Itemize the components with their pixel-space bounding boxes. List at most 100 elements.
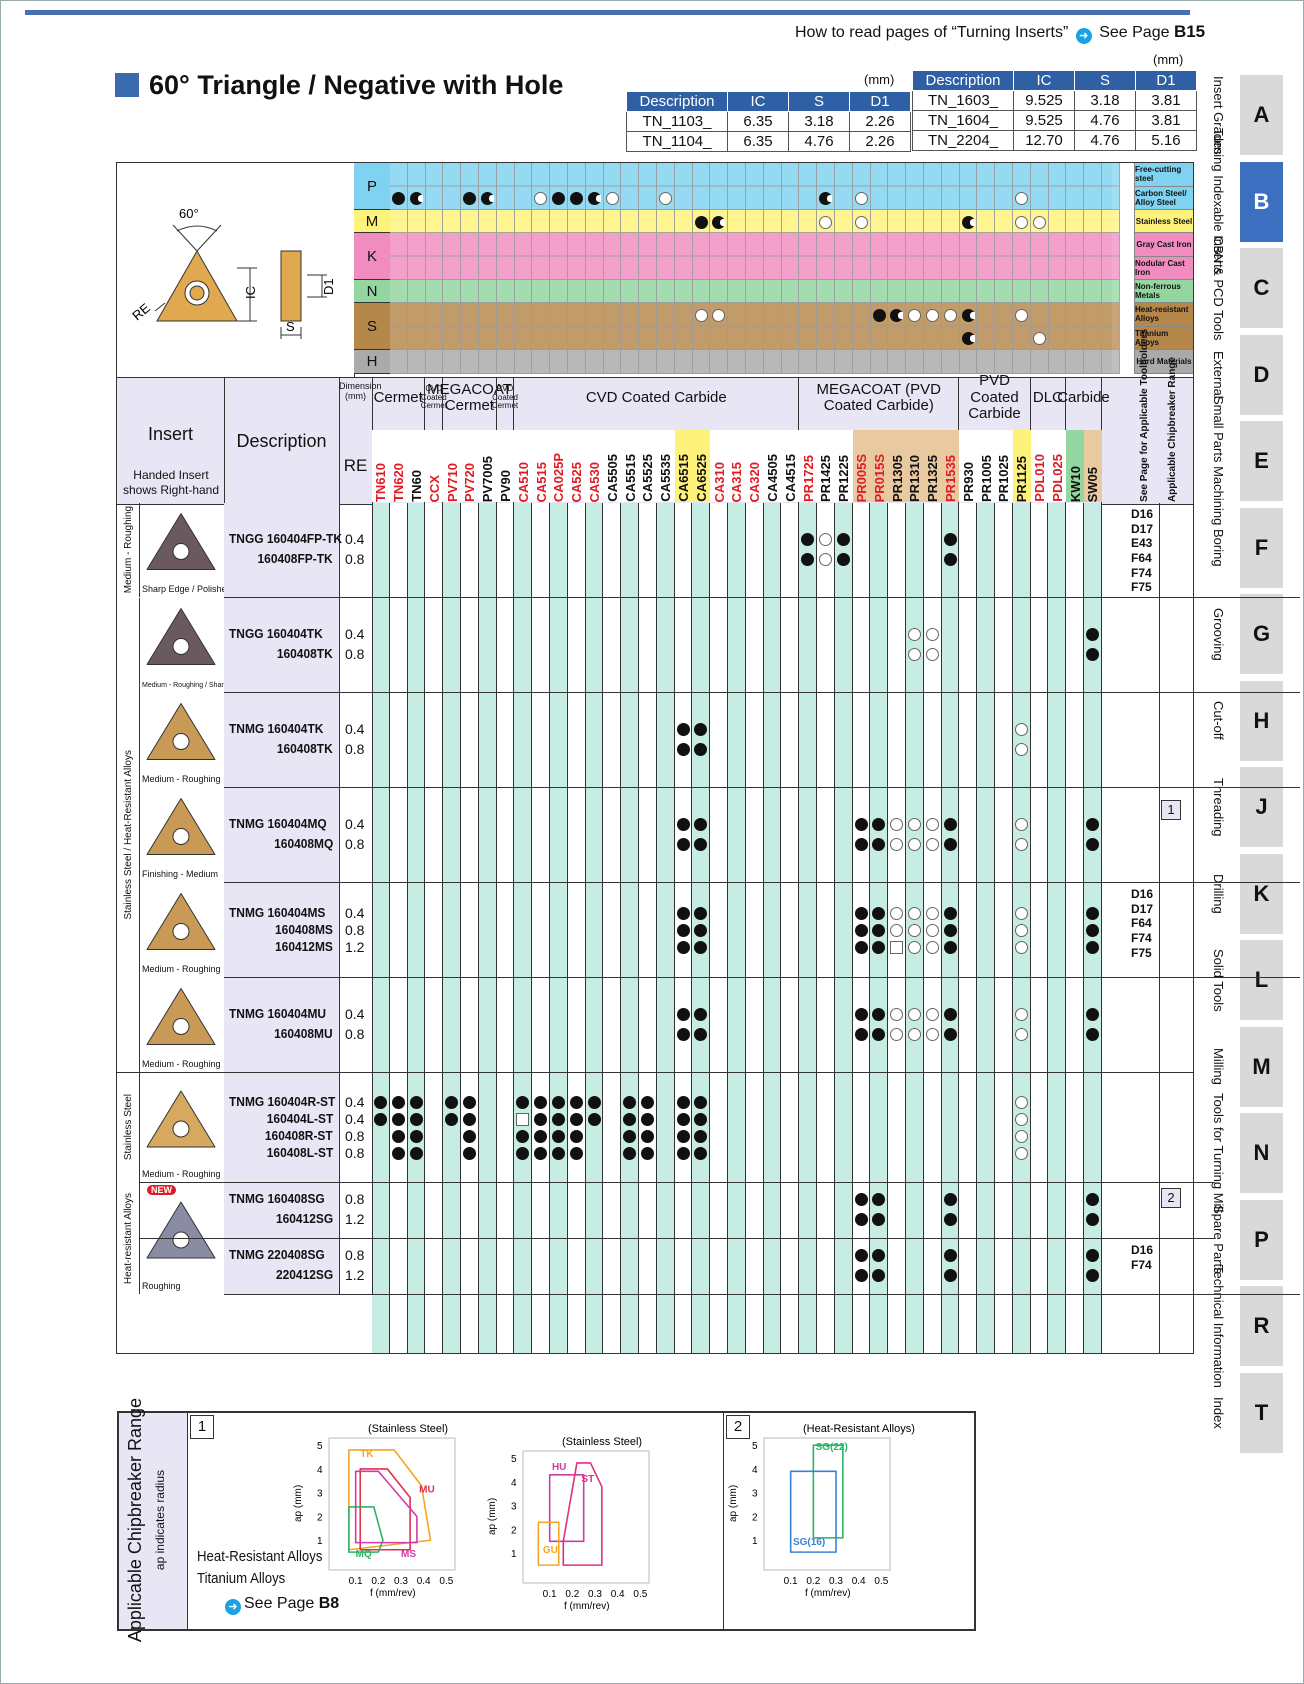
grade-name-text: PR1725: [800, 455, 816, 502]
insert-photo-icon: [146, 513, 216, 570]
tab-B[interactable]: B: [1240, 161, 1283, 242]
tab-R[interactable]: R: [1240, 1286, 1283, 1366]
tab-F[interactable]: F: [1240, 507, 1283, 588]
grade-mark: [943, 907, 957, 920]
tab-C[interactable]: C: [1240, 248, 1283, 328]
x-tick: 0.4: [611, 1589, 625, 1600]
insert-description[interactable]: TNMG 160404TK: [229, 720, 324, 736]
grade-mark: [925, 817, 939, 831]
insert-description[interactable]: 160412MS: [275, 939, 333, 954]
insert-description[interactable]: TNMG 160408SG: [229, 1191, 325, 1206]
tab-T[interactable]: T: [1240, 1372, 1283, 1453]
insert-description[interactable]: TNMG 160404MQ: [229, 815, 327, 831]
insert-description[interactable]: TNGG 160404FP-TK: [229, 530, 343, 546]
tab-D[interactable]: D: [1240, 334, 1283, 415]
grade-mark: [1014, 722, 1028, 736]
insert-description[interactable]: 160408TK: [277, 740, 333, 756]
wg-cell: [941, 163, 960, 210]
tab-L[interactable]: L: [1240, 940, 1283, 1020]
tab-P[interactable]: P: [1240, 1199, 1283, 1280]
insert-description[interactable]: 160404L-ST: [266, 1111, 333, 1126]
re-value: 0.8: [345, 645, 365, 662]
wg-cells: [390, 303, 1120, 350]
wg-cell: [710, 233, 729, 280]
re-value: 0.4: [345, 530, 365, 547]
tab-H[interactable]: H: [1240, 680, 1283, 761]
grade-mark: [890, 907, 904, 920]
insert-description[interactable]: 160408MS: [275, 922, 333, 937]
insert-description[interactable]: 160408MU: [274, 1025, 333, 1041]
category-text: Stainless Steel / Heat-Resistant Alloys: [122, 750, 134, 920]
x-tick: 0.4: [417, 1576, 431, 1587]
toolholder-refs[interactable]: D16 D17 F64 F74 F75: [1131, 887, 1154, 960]
dim-col-header: S: [788, 91, 850, 112]
insert-description[interactable]: 220412SG: [275, 1267, 333, 1282]
grade-name-CA4515: CA4515: [781, 430, 800, 502]
tab-J[interactable]: J: [1240, 767, 1283, 847]
insert-description[interactable]: 160408L-ST: [266, 1145, 333, 1160]
chipbreaker-ref-2[interactable]: 2: [1161, 1188, 1181, 1208]
wg-cell: [496, 233, 515, 280]
tab-label-B: Turning Indexable Inserts: [1198, 128, 1238, 274]
grade-mark: [1014, 907, 1028, 920]
description-cell: TNMG 160404MS 160408MS 160412MS: [224, 883, 340, 977]
insert-description[interactable]: TNMG 160404MU: [229, 1005, 327, 1021]
grade-mark: [391, 1113, 405, 1126]
tab-K[interactable]: K: [1240, 853, 1283, 934]
wg-cell: [461, 280, 479, 303]
insert-description[interactable]: 160408TK: [277, 645, 333, 661]
insert-description[interactable]: TNMG 160404MS: [229, 905, 326, 920]
grade-mark: [854, 941, 868, 954]
grade-group: PVD Coated Carbide: [959, 373, 1031, 422]
howto-line[interactable]: How to read pages of “Turning Inserts” ➜…: [795, 22, 1205, 44]
grade-mark: [908, 817, 921, 831]
tab-M[interactable]: M: [1240, 1026, 1283, 1107]
bottom-see-page-number[interactable]: B8: [318, 1595, 340, 1612]
tab-N[interactable]: N: [1240, 1113, 1283, 1193]
insert-description[interactable]: TNMG 160404R-ST: [229, 1094, 336, 1109]
grade-name-text: CA5505: [604, 454, 620, 502]
insert-image-cell: Medium - Roughing: [139, 693, 225, 787]
title-square-icon: [115, 73, 139, 97]
wg-cell: [674, 303, 693, 350]
wg-cell: [621, 210, 640, 233]
grade-mark: [676, 924, 690, 937]
grade-column: [461, 503, 479, 1353]
insert-description[interactable]: 160412SG: [275, 1211, 333, 1226]
grade-name-text: CA525: [569, 461, 585, 502]
insert-description[interactable]: 160408MQ: [273, 835, 333, 851]
grade-mark: [676, 941, 690, 954]
wg-cell: [568, 210, 586, 233]
see-page-number[interactable]: B15: [1173, 22, 1206, 41]
grade-mark: [445, 1113, 459, 1126]
insert-description[interactable]: 160408FP-TK: [257, 550, 333, 566]
chipbreaker-ref-1[interactable]: 1: [1161, 800, 1181, 820]
grade-mark: [943, 552, 957, 566]
row-divider: [224, 597, 1300, 598]
tab-G[interactable]: G: [1240, 594, 1283, 674]
chipbreaker-title-text: Applicable Chipbreaker Range: [1166, 356, 1178, 502]
wg-cell: [710, 350, 729, 374]
insert-description[interactable]: TNMG 220408SG: [229, 1247, 325, 1262]
wg-cell: [959, 233, 978, 280]
grade-name-text: CA510: [515, 461, 531, 502]
range-region-SG(22): [812, 1444, 844, 1539]
toolholder-refs[interactable]: D16 F74: [1131, 1243, 1154, 1272]
grade-mark: [1086, 1027, 1099, 1041]
toolholder-refs[interactable]: D16 D17 E43 F64 F74 F75: [1131, 507, 1154, 595]
grade-column: [728, 503, 746, 1353]
insert-description[interactable]: 160408R-ST: [265, 1128, 333, 1143]
tab-E[interactable]: E: [1240, 421, 1283, 501]
bottom-see-page[interactable]: ➜See Page B8: [222, 1595, 339, 1615]
wg-cell: [496, 303, 515, 350]
grade-mark: [676, 837, 690, 851]
grade-mark: [623, 1113, 637, 1126]
wg-cell: [1048, 210, 1067, 233]
wg-cell: [977, 350, 996, 374]
wg-cell: [835, 350, 853, 374]
x-axis-label: f (mm/rev): [564, 1601, 610, 1612]
insert-description[interactable]: TNGG 160404TK: [229, 625, 323, 641]
tab-A[interactable]: A: [1240, 75, 1283, 155]
